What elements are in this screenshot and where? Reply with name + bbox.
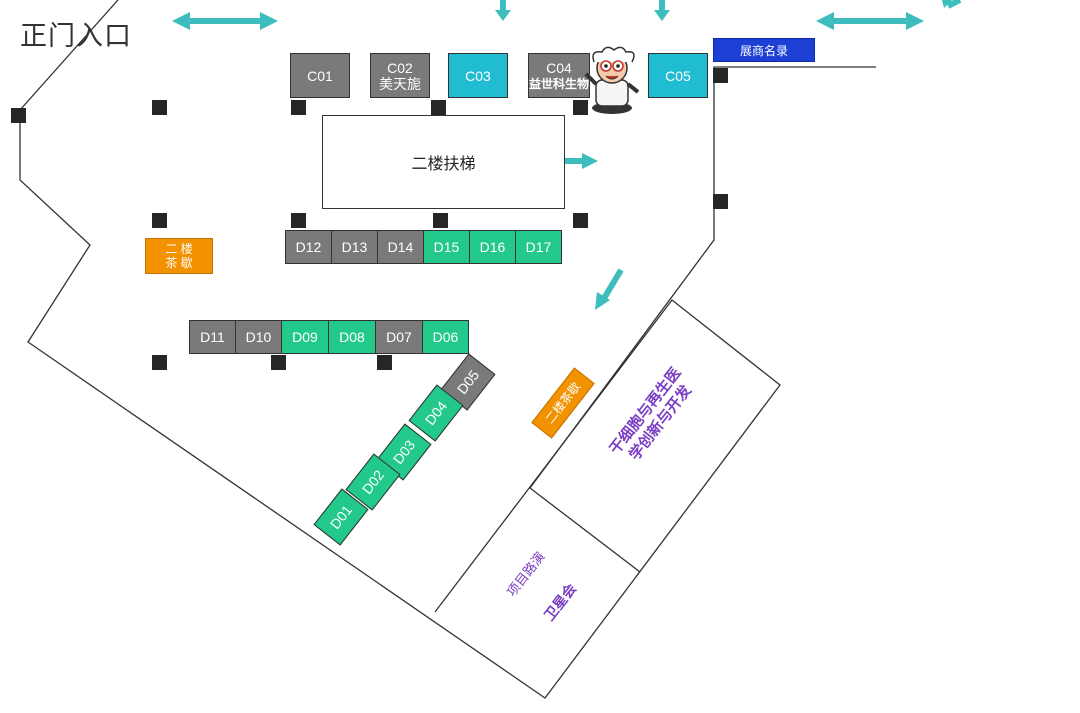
booth-label: C04 xyxy=(546,59,572,76)
exhibitors-directory-button[interactable]: 展商名录 xyxy=(713,38,815,62)
booth-d06[interactable]: D06 xyxy=(422,320,469,354)
inner-right-wall xyxy=(529,66,876,573)
pillar xyxy=(291,213,306,228)
booth-exhibitor: 美天旎 xyxy=(379,75,421,92)
booth-label: D03 xyxy=(389,436,419,468)
tea-break-area-left[interactable]: 二 楼 茶 歇 xyxy=(145,238,213,274)
booth-c03[interactable]: C03 xyxy=(448,53,508,98)
pillar xyxy=(271,355,286,370)
booth-label: D14 xyxy=(387,239,414,255)
booth-label: D10 xyxy=(245,329,272,345)
booth-c02[interactable]: C02 美天旎 xyxy=(370,53,430,98)
pillar xyxy=(152,355,167,370)
booth-label: C05 xyxy=(665,67,691,84)
booth-d16[interactable]: D16 xyxy=(469,230,516,264)
pillar xyxy=(431,100,446,115)
booth-c04[interactable]: C04 益世科生物 xyxy=(528,53,590,98)
pillar xyxy=(713,68,728,83)
pillar xyxy=(152,100,167,115)
booth-label: D08 xyxy=(339,329,365,345)
booth-d17[interactable]: D17 xyxy=(515,230,562,264)
booth-d10[interactable]: D10 xyxy=(235,320,282,354)
booth-label: D05 xyxy=(453,366,483,398)
booth-label: C02 xyxy=(387,59,413,76)
arrow-top-edge xyxy=(946,0,962,9)
booth-label: D04 xyxy=(421,397,451,429)
booth-label: D17 xyxy=(525,239,552,255)
escalator-label: 二楼扶梯 xyxy=(411,156,476,173)
pillar xyxy=(11,108,26,123)
pillar xyxy=(573,213,588,228)
pillar xyxy=(152,213,167,228)
booth-label: D06 xyxy=(432,329,459,345)
pillar xyxy=(377,355,392,370)
outer-wall xyxy=(19,0,781,699)
booth-label: D13 xyxy=(341,239,368,255)
arrow-diag-down xyxy=(600,268,624,302)
escalator-area[interactable]: 二楼扶梯 xyxy=(322,115,565,209)
booth-d08[interactable]: D08 xyxy=(328,320,376,354)
pillar xyxy=(433,213,448,228)
mascot-scientist-icon xyxy=(584,46,640,114)
booth-d12[interactable]: D12 xyxy=(285,230,332,264)
booth-label: D02 xyxy=(358,466,388,498)
tea-break-label: 二 楼 茶 歇 xyxy=(165,242,193,270)
pillar xyxy=(573,100,588,115)
booth-d07[interactable]: D07 xyxy=(375,320,423,354)
entrance-label: 正门入口 xyxy=(20,21,132,51)
booth-c01[interactable]: C01 xyxy=(290,53,350,98)
booth-label: D07 xyxy=(386,329,412,345)
booth-label: C03 xyxy=(465,67,491,84)
booth-label: D15 xyxy=(433,239,460,255)
booth-label: D09 xyxy=(292,329,318,345)
pillar xyxy=(291,100,306,115)
booth-label: D01 xyxy=(326,501,356,533)
booth-c05[interactable]: C05 xyxy=(648,53,708,98)
booth-d11[interactable]: D11 xyxy=(189,320,236,354)
booth-label: D11 xyxy=(200,329,225,345)
booth-exhibitor: 益世科生物 xyxy=(529,76,590,91)
booth-d15[interactable]: D15 xyxy=(423,230,470,264)
booth-d14[interactable]: D14 xyxy=(377,230,424,264)
booth-label: D16 xyxy=(479,239,506,255)
pillar xyxy=(713,194,728,209)
booth-label: D12 xyxy=(295,239,322,255)
booth-label: C01 xyxy=(307,67,333,84)
booth-d09[interactable]: D09 xyxy=(281,320,329,354)
booth-d13[interactable]: D13 xyxy=(331,230,378,264)
